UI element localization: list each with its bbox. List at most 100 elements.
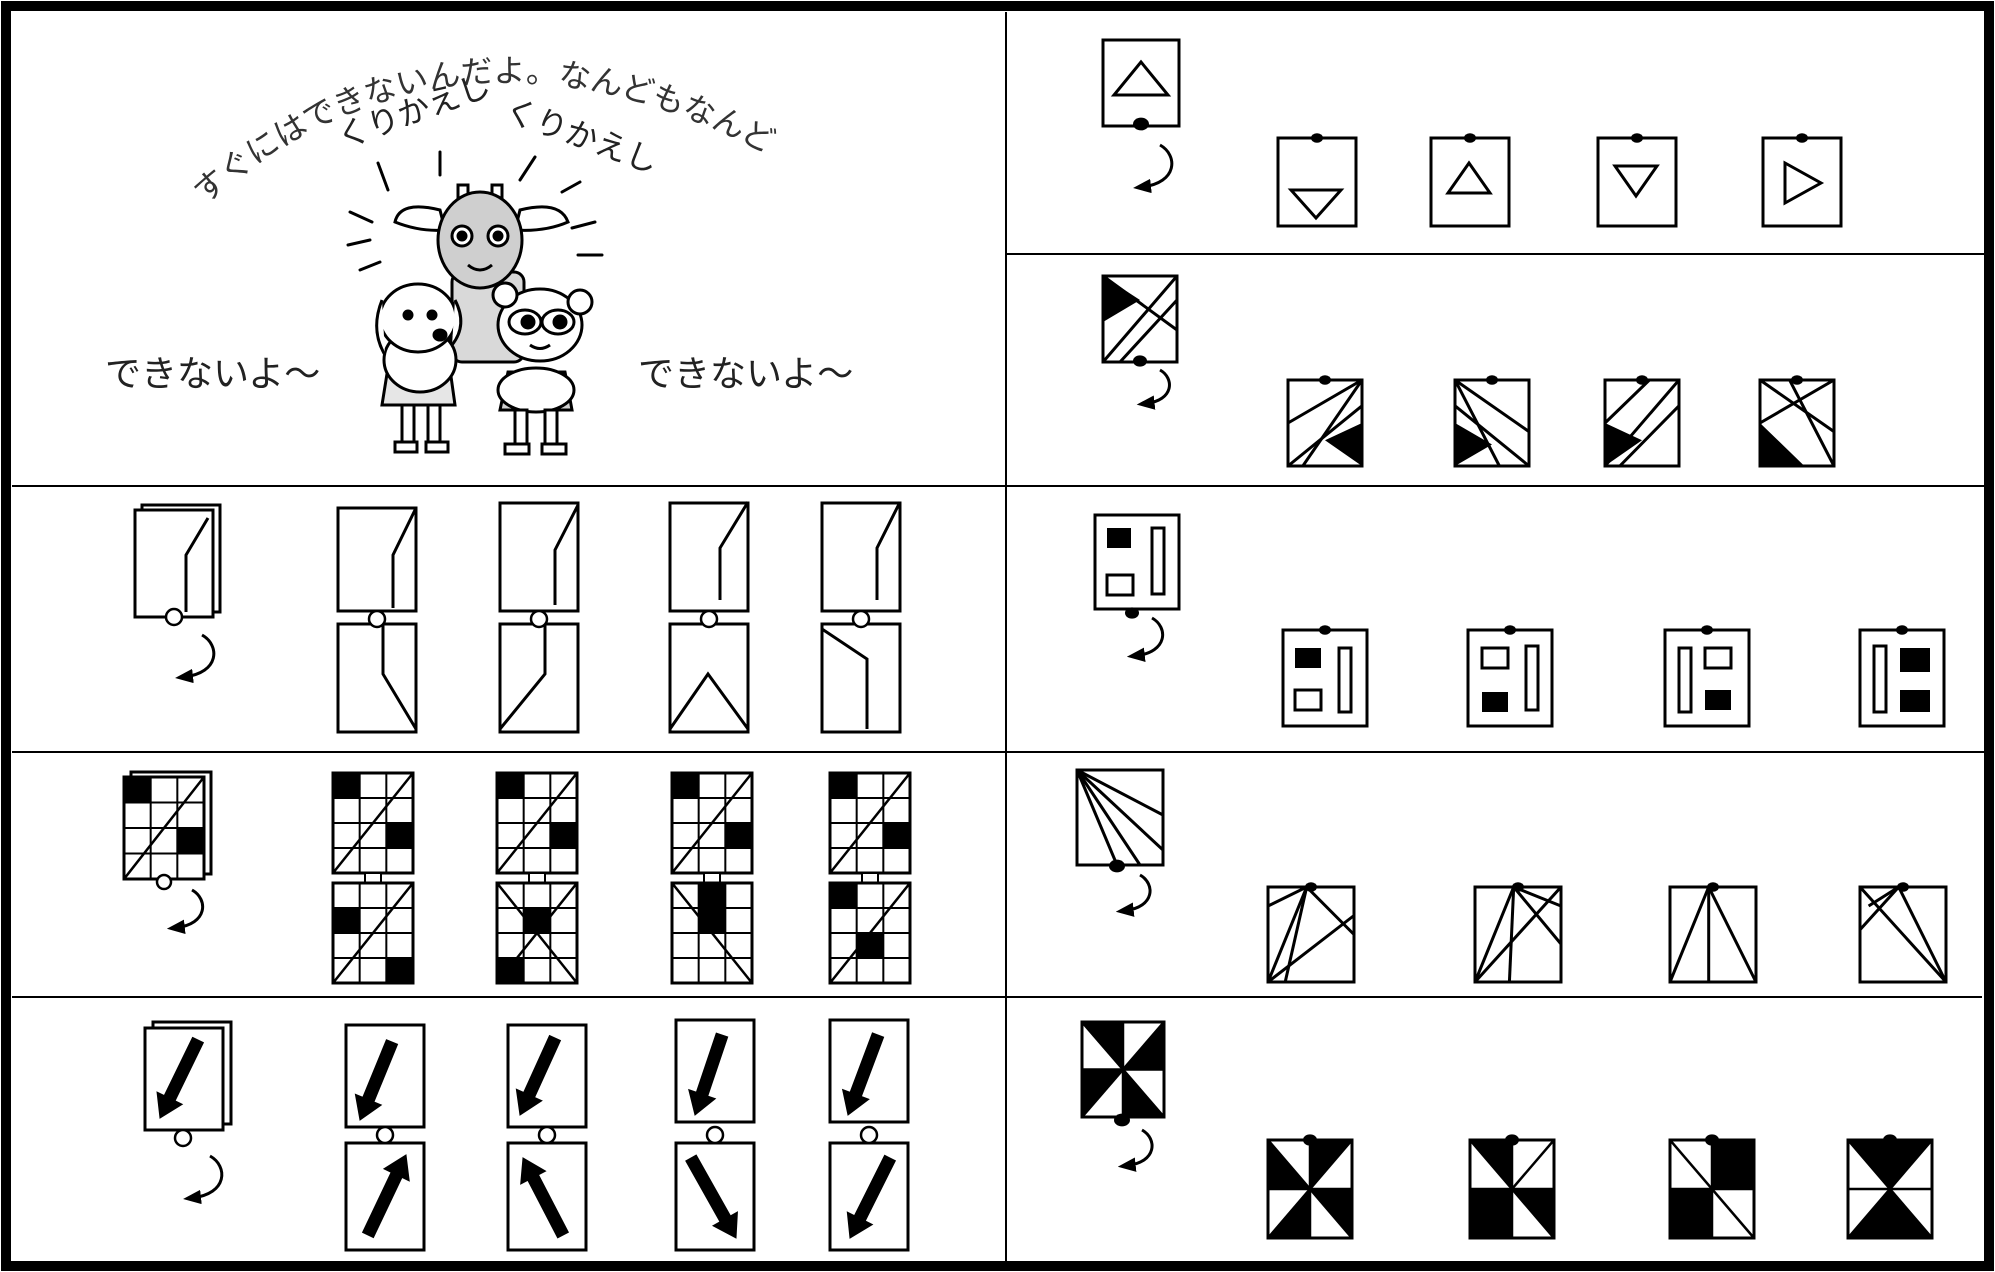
curved-arrow-icon	[1125, 875, 1150, 911]
choice-option-4[interactable]	[830, 773, 910, 983]
choice-option-1[interactable]	[346, 1025, 424, 1250]
pin-dot-icon	[1636, 375, 1648, 385]
choice-option-2[interactable]	[1475, 882, 1561, 982]
exercise-folded-line	[135, 502, 900, 732]
cannot-text-left: できないよ〜	[105, 345, 320, 397]
pin-dot-icon	[1707, 882, 1719, 892]
choice-option-4[interactable]	[1860, 882, 1946, 982]
choice-option-3[interactable]	[1598, 133, 1676, 226]
ring-dot-icon	[531, 611, 547, 627]
pin-dot-icon	[1319, 375, 1331, 385]
curved-arrow-icon	[1136, 618, 1163, 656]
curved-arrow-icon	[184, 635, 214, 677]
pin-dot-icon	[1133, 355, 1147, 366]
pin-dot-icon	[1125, 607, 1139, 618]
exercise-folded-arrow	[145, 1020, 908, 1250]
curved-arrow-icon	[176, 890, 203, 928]
pin-dot-icon	[1512, 882, 1524, 892]
pin-dot-icon	[1896, 625, 1908, 635]
choice-option-4[interactable]	[1763, 133, 1841, 226]
stimulus-card	[1077, 770, 1163, 911]
choice-option-1[interactable]	[1268, 1134, 1352, 1238]
pin-dot-icon	[1305, 882, 1317, 892]
left-exercise-column	[124, 502, 910, 1250]
curved-arrow-icon	[1142, 145, 1172, 187]
choice-option-3[interactable]	[672, 773, 752, 983]
stimulus-card	[135, 505, 220, 677]
cannot-text-right: できないよ〜	[638, 345, 853, 397]
choice-option-2[interactable]	[508, 1025, 586, 1250]
pin-dot-icon	[1705, 1134, 1719, 1145]
ring-dot-icon	[853, 611, 869, 627]
choice-option-3[interactable]	[1670, 882, 1756, 982]
exercise-fan-lines	[1077, 770, 1946, 982]
choice-option-2[interactable]	[1468, 625, 1552, 726]
ring-dot-icon	[369, 611, 385, 627]
choice-option-1[interactable]	[1288, 375, 1362, 466]
choice-option-3[interactable]	[1670, 1134, 1754, 1238]
right-exercise-column	[1077, 40, 1946, 1238]
pin-dot-icon	[1701, 625, 1713, 635]
exercise-pinwheel	[1082, 1022, 1932, 1238]
pin-dot-icon	[1883, 1134, 1897, 1145]
choice-option-2[interactable]	[500, 503, 578, 732]
pin-dot-icon	[1504, 625, 1516, 635]
choice-option-2[interactable]	[497, 773, 577, 983]
pin-dot-icon	[1114, 1114, 1130, 1127]
stimulus-card	[124, 772, 211, 928]
choice-option-1[interactable]	[338, 508, 416, 732]
choice-option-4[interactable]	[1760, 375, 1834, 466]
stimulus-card	[1095, 515, 1179, 656]
pin-dot-icon	[1311, 133, 1323, 143]
stimulus-card	[1103, 276, 1177, 404]
exercise-rectangles	[1095, 515, 1944, 726]
pin-dot-icon	[1303, 1134, 1317, 1145]
stimulus-card	[1103, 40, 1179, 187]
ring-dot-icon	[539, 1127, 555, 1143]
ring-dot-icon	[377, 1127, 393, 1143]
stimulus-card	[1082, 1022, 1164, 1166]
pin-dot-icon	[1133, 118, 1149, 131]
pin-dot-icon	[1319, 625, 1331, 635]
pin-dot-icon	[1796, 133, 1808, 143]
ring-dot-icon	[707, 1127, 723, 1143]
curved-arrow-icon	[1127, 1130, 1152, 1166]
choice-option-4[interactable]	[1848, 1134, 1932, 1238]
choice-option-1[interactable]	[1283, 625, 1367, 726]
pin-dot-icon	[1791, 375, 1803, 385]
pin-dot-icon	[1486, 375, 1498, 385]
choice-option-4[interactable]	[822, 502, 900, 732]
ring-dot-icon	[861, 1127, 877, 1143]
raccoon-character	[493, 283, 592, 454]
choice-option-4[interactable]	[1860, 625, 1944, 726]
pin-dot-icon	[1631, 133, 1643, 143]
ring-dot-icon	[701, 611, 717, 627]
ring-dot-icon	[166, 609, 182, 625]
pin-dot-icon	[1897, 882, 1909, 892]
choice-option-1[interactable]	[1278, 133, 1356, 226]
curved-arrow-icon	[1146, 370, 1170, 404]
exercise-crossed-lines	[1103, 276, 1834, 466]
choice-option-3[interactable]	[670, 502, 748, 732]
exercise-triangle	[1103, 40, 1841, 226]
pin-dot-icon	[1505, 1134, 1519, 1145]
choice-option-1[interactable]	[333, 773, 413, 983]
choice-option-1[interactable]	[1268, 882, 1354, 982]
choice-option-4[interactable]	[830, 1020, 908, 1250]
curved-arrow-icon	[192, 1156, 222, 1198]
choice-option-3[interactable]	[1665, 625, 1749, 726]
dog-character	[377, 284, 461, 452]
ring-dot-icon	[157, 875, 171, 889]
exercise-folded-grid	[124, 772, 910, 983]
choice-option-3[interactable]	[1605, 375, 1679, 466]
choice-option-2[interactable]	[1431, 133, 1509, 226]
choice-option-2[interactable]	[1470, 1134, 1554, 1238]
pin-dot-icon	[1464, 133, 1476, 143]
stimulus-card	[145, 1022, 231, 1198]
ring-dot-icon	[175, 1130, 191, 1146]
choice-option-3[interactable]	[676, 1020, 754, 1250]
pin-dot-icon	[1109, 860, 1125, 873]
choice-option-2[interactable]	[1455, 375, 1529, 466]
